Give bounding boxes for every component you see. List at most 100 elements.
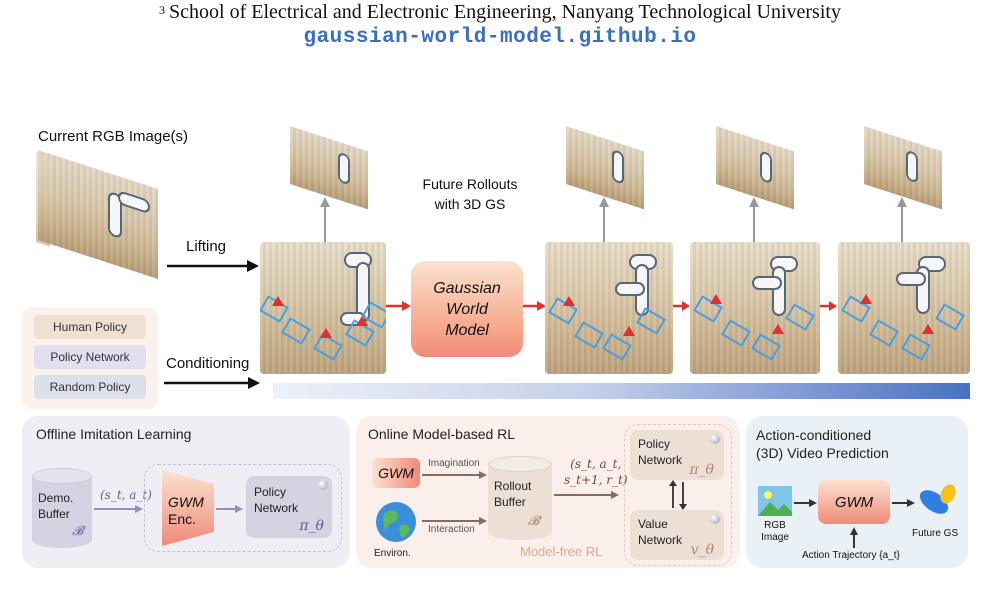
demo-buffer-line2: Buffer xyxy=(38,507,70,521)
policy-network-option[interactable]: Policy Network xyxy=(34,345,146,369)
gwm-encoder-shape xyxy=(162,470,214,546)
gwm-line3: Model xyxy=(445,321,489,339)
rollout-buffer-line2: Buffer xyxy=(494,495,526,509)
rollout-buffer: Rollout Buffer 𝓑 xyxy=(488,456,552,540)
demo-buffer-label: Demo. Buffer xyxy=(38,490,73,522)
online-rl-panel: Online Model-based RL GWM Imagination En… xyxy=(356,416,740,568)
future-gs-label: Future GS xyxy=(912,528,959,539)
rgb-image-icon xyxy=(758,486,792,516)
gs-scene-rollout-2 xyxy=(690,242,820,374)
offline-transition-label: (s_t, a_t) xyxy=(100,488,152,502)
gwm-line1: Gaussian xyxy=(433,279,501,297)
lifting-arrow xyxy=(167,260,259,272)
value-network-block: Value Network v_θ xyxy=(630,510,724,560)
offline-panel-title: Offline Imitation Learning xyxy=(36,426,192,442)
rollout-buffer-label: Rollout Buffer xyxy=(494,478,531,510)
video-gwm-block: GWM xyxy=(818,480,890,524)
gs-scene-rollout-1 xyxy=(545,242,673,374)
online-policy-symbol: π_θ xyxy=(689,462,714,478)
online-policy-line1: Policy xyxy=(638,437,671,451)
offline-imitation-panel: Offline Imitation Learning Demo. Buffer … xyxy=(22,416,350,568)
conditioning-label: Conditioning xyxy=(166,355,250,372)
earth-icon xyxy=(376,502,416,542)
gwm-to-future-arrow xyxy=(892,499,915,507)
offline-dashed-group xyxy=(144,464,342,552)
value-network-label: Value Network xyxy=(638,516,682,548)
video-prediction-panel: Action-conditioned (3D) Video Prediction… xyxy=(746,416,968,568)
rgb-image-label: RGB Image xyxy=(758,520,792,544)
affiliation-text: School of Electrical and Electronic Engi… xyxy=(169,1,841,23)
online-transition-line1: (s_t, a_t, xyxy=(570,457,622,471)
online-transition-label: (s_t, a_t, s_t+1, r_t) xyxy=(564,456,628,488)
demo-buffer: Demo. Buffer 𝓑 xyxy=(32,468,92,548)
model-free-dashed-group xyxy=(624,424,732,566)
arrow-gwm-to-rollout xyxy=(523,301,546,311)
offline-policy-label: Policy Network xyxy=(254,484,298,516)
render-arrow-rollout-2 xyxy=(749,197,759,242)
online-policy-network-block: Policy Network π_θ xyxy=(630,430,724,480)
action-sequence-bar xyxy=(273,383,970,399)
affiliation-superscript: 3 xyxy=(159,3,166,17)
interaction-arrow xyxy=(422,517,487,525)
arrow-to-gwm xyxy=(386,301,411,311)
future-rollouts-line1: Future Rollouts xyxy=(422,176,518,192)
action-to-gwm-arrow xyxy=(850,527,858,548)
gaussian-world-model-block: Gaussian World Model xyxy=(411,261,523,357)
offline-arrow-1 xyxy=(94,505,143,513)
rgb-image-line1: RGB xyxy=(764,520,786,531)
current-rgb-image-2 xyxy=(36,152,50,247)
online-panel-title: Online Model-based RL xyxy=(368,426,516,442)
knob-icon xyxy=(710,514,720,524)
arrow-rollout-1-2 xyxy=(673,301,690,311)
future-gs-icon xyxy=(919,484,956,514)
buffer-to-rl-arrow xyxy=(554,491,619,499)
model-free-rl-label: Model-free RL xyxy=(520,544,603,559)
lifting-label: Lifting xyxy=(186,238,227,255)
current-images-label: Current RGB Image(s) xyxy=(38,128,189,145)
rollout-buffer-symbol: 𝓑 xyxy=(528,514,540,529)
knob-icon xyxy=(318,480,328,490)
image-to-gwm-arrow xyxy=(794,499,817,507)
render-arrow-current xyxy=(320,197,330,242)
offline-policy-line2: Network xyxy=(254,501,299,515)
rollout-buffer-line1: Rollout xyxy=(494,479,532,493)
future-rollouts-label: Future Rollouts with 3D GS xyxy=(405,174,535,214)
online-transition-line2: s_t+1, r_t) xyxy=(564,473,628,487)
arrow-rollout-2-3 xyxy=(820,301,837,311)
project-url-link[interactable]: gaussian-world-model.github.io xyxy=(303,26,697,49)
online-policy-label: Policy Network xyxy=(638,436,682,468)
video-title-line1: Action-conditioned xyxy=(756,427,872,443)
demo-buffer-symbol: 𝓑 xyxy=(72,524,84,539)
imagination-arrow xyxy=(422,471,487,479)
rgb-image-line2: Image xyxy=(761,532,789,543)
online-policy-line2: Network xyxy=(638,453,683,467)
current-rgb-image-1 xyxy=(38,150,158,279)
video-title-line2: (3D) Video Prediction xyxy=(756,445,889,461)
policy-value-arrows xyxy=(669,480,687,510)
render-arrow-rollout-3 xyxy=(897,197,907,242)
render-arrow-rollout-1 xyxy=(599,197,609,242)
gwm-encoder-label: GWM Enc. xyxy=(168,494,204,528)
environ-label: Environ. xyxy=(374,548,411,559)
knob-icon xyxy=(710,434,720,444)
video-panel-title: Action-conditioned (3D) Video Prediction xyxy=(756,426,889,462)
gwm-encoder-line1: GWM xyxy=(168,494,204,510)
offline-policy-line1: Policy xyxy=(254,485,287,499)
random-policy-option[interactable]: Random Policy xyxy=(34,375,146,399)
interaction-label: Interaction xyxy=(428,524,475,535)
offline-policy-symbol: π_θ xyxy=(299,518,324,534)
action-trajectory-label: Action Trajectory {a_t} xyxy=(802,550,900,561)
offline-policy-network-block: Policy Network π_θ xyxy=(246,476,332,538)
value-network-symbol: v_θ xyxy=(690,542,714,558)
gwm-line2: World xyxy=(446,300,488,318)
online-gwm-block: GWM xyxy=(372,458,420,488)
value-network-line1: Value xyxy=(638,517,668,531)
conditioning-arrow xyxy=(164,377,260,389)
value-network-line2: Network xyxy=(638,533,683,547)
offline-arrow-2 xyxy=(216,505,243,513)
human-policy-option[interactable]: Human Policy xyxy=(34,315,146,339)
demo-buffer-line1: Demo. xyxy=(38,491,74,505)
imagination-label: Imagination xyxy=(428,458,480,469)
policy-panel: Human Policy Policy Network Random Polic… xyxy=(22,307,158,409)
